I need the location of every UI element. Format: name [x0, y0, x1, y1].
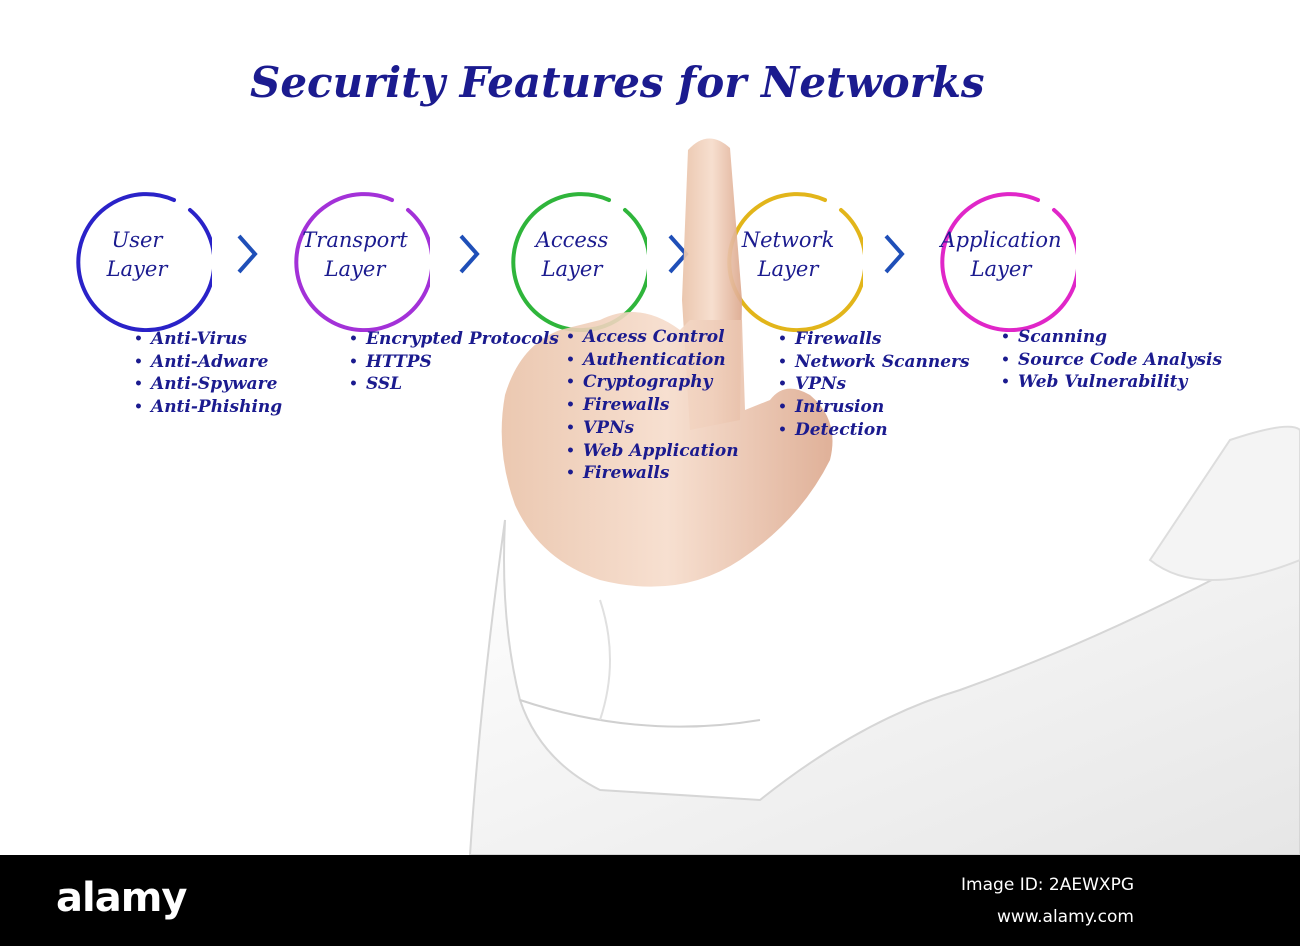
chevron-right-icon	[233, 232, 261, 276]
list-item: HTTPS	[349, 351, 559, 374]
list-item: Web Application	[566, 440, 739, 463]
list-item: Web Vulnerability	[1001, 371, 1222, 394]
layer-items-user: Anti-Virus Anti-Adware Anti-Spyware Anti…	[134, 328, 282, 419]
diagram-title: Security Features for Networks	[250, 58, 985, 107]
stock-footer-bar: alamy Image ID: 2AEWXPG www.alamy.com	[0, 855, 1300, 946]
list-item: VPNs	[778, 373, 970, 396]
list-item: Anti-Phishing	[134, 396, 282, 419]
layer-node-access: Access Layer	[497, 182, 647, 332]
layer-label-line2: Layer	[970, 257, 1032, 281]
image-id-text: Image ID: 2AEWXPG	[961, 875, 1134, 895]
layer-label-line2: Layer	[541, 257, 603, 281]
list-item: Firewalls	[566, 462, 739, 485]
list-item: Cryptography	[566, 371, 739, 394]
layer-node-user: User Layer	[62, 182, 212, 332]
layer-node-network: Network Layer	[713, 182, 863, 332]
list-item: Firewalls	[778, 328, 970, 351]
chevron-right-icon	[455, 232, 483, 276]
circle-transport	[294, 192, 430, 332]
layer-label-line2: Layer	[324, 257, 386, 281]
layer-label-line1: Application	[940, 228, 1062, 252]
alamy-logo: alamy	[56, 875, 187, 921]
site-url-text: www.alamy.com	[996, 907, 1134, 927]
circle-application	[940, 192, 1076, 332]
layer-node-transport: Transport Layer	[280, 182, 430, 332]
chevron-right-icon	[880, 232, 908, 276]
layer-items-transport: Encrypted Protocols HTTPS SSL	[349, 328, 559, 396]
layer-label-line2: Layer	[106, 257, 168, 281]
list-item: SSL	[349, 373, 559, 396]
list-item: Network Scanners	[778, 351, 970, 374]
list-item: Detection	[778, 419, 970, 442]
list-item: Authentication	[566, 349, 739, 372]
layer-label-line1: Access	[535, 228, 609, 252]
list-item: Firewalls	[566, 394, 739, 417]
circle-user	[76, 192, 212, 332]
list-item: Intrusion	[778, 396, 970, 419]
list-item: Access Control	[566, 326, 739, 349]
layer-items-network: Firewalls Network Scanners VPNs Intrusio…	[778, 328, 970, 442]
list-item: Encrypted Protocols	[349, 328, 559, 351]
list-item: Anti-Adware	[134, 351, 282, 374]
chevron-right-icon	[664, 232, 692, 276]
layer-label-line1: Transport	[302, 228, 408, 252]
layer-label-line2: Layer	[757, 257, 819, 281]
list-item: Anti-Virus	[134, 328, 282, 351]
layer-label-line1: User	[111, 228, 163, 252]
layer-items-application: Scanning Source Code Analysis Web Vulner…	[1001, 326, 1222, 394]
list-item: Scanning	[1001, 326, 1222, 349]
layer-label-line1: Network	[741, 228, 835, 252]
list-item: Anti-Spyware	[134, 373, 282, 396]
layer-items-access: Access Control Authentication Cryptograp…	[566, 326, 739, 485]
list-item: VPNs	[566, 417, 739, 440]
list-item: Source Code Analysis	[1001, 349, 1222, 372]
layer-node-application: Application Layer	[926, 182, 1076, 332]
